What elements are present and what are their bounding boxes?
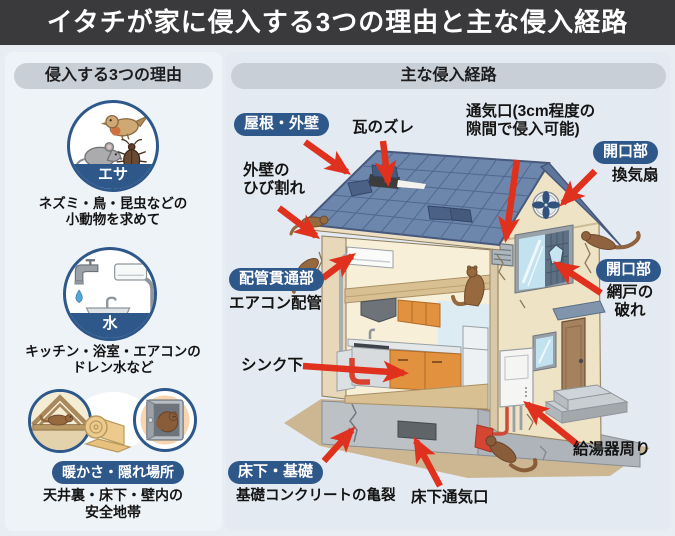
foundation-crack-label: 基礎コンクリートの亀裂 <box>236 488 396 504</box>
weasel-second-floor <box>451 265 485 307</box>
reason-warmth-description: 天井裏・床下・壁内の 安全地帯 <box>43 487 183 521</box>
pipe-penetration-pill: 配管貫通部 <box>229 268 325 291</box>
under-sink-label: シンク下 <box>241 357 304 374</box>
weasel-upper-wall <box>581 231 641 251</box>
underfloor-pill: 床下・基礎 <box>228 461 324 484</box>
insulation-icon <box>84 415 132 453</box>
window-large <box>514 224 574 294</box>
safe-icon <box>140 395 190 445</box>
drain-hose-icon <box>144 277 154 315</box>
reasons-header: 侵入する3つの理由 <box>14 63 213 89</box>
reason-food-circle: エサ <box>67 100 159 192</box>
first-floor-slab <box>344 383 489 410</box>
roof-wall-pill: 屋根・外壁 <box>234 113 330 136</box>
arrow-foundation-crack <box>321 426 356 464</box>
foundation-crack-line <box>349 403 358 443</box>
reason-safe-circle <box>133 388 197 452</box>
faucet-icon <box>74 259 99 303</box>
arrow-underfloor-vent <box>413 436 443 488</box>
window-screen <box>545 230 569 287</box>
kitchen-counter <box>336 328 462 393</box>
interior-cutaway <box>321 235 493 411</box>
screen-tear-hole <box>548 244 564 265</box>
aircon-pipe-label: エアコン配管 <box>229 295 323 312</box>
ventilation-fan <box>532 191 560 219</box>
window-small <box>532 331 557 372</box>
arrow-aircon-pipe <box>321 252 356 281</box>
mouse-icon <box>75 142 123 171</box>
door-canopy <box>552 300 606 321</box>
underfloor-vent-label: 床下通気口 <box>411 489 489 506</box>
routes-header: 主な侵入経路 <box>231 63 666 89</box>
entry-arrows <box>277 139 603 488</box>
tile-shift-label: 瓦のズレ <box>352 119 415 136</box>
arrow-tile-shift <box>374 140 397 187</box>
upper-cabinets <box>397 299 441 328</box>
reason-food-label: エサ <box>70 164 156 189</box>
page-title: イタチが家に侵入する3つの理由と主な侵入経路 <box>0 0 675 45</box>
reason-attic-circle <box>28 389 92 453</box>
ventilation-fan-label: 換気扇 <box>612 167 659 184</box>
reason-food-description: ネズミ・鳥・昆虫などの 小動物を求めて <box>38 196 188 228</box>
entrance-steps <box>544 384 629 424</box>
arrow-wall-crack <box>277 205 320 240</box>
arrow-ventilation-fan <box>559 168 598 207</box>
reason-water-description: キッチン・浴室・エアコンの ドレン水など <box>25 344 201 376</box>
attic-icon <box>31 392 89 450</box>
arrow-roof-wall <box>303 139 352 175</box>
reason-warmth-label: 暖かさ・隠れ場所 <box>52 461 184 484</box>
opening-pill-mid: 開口部 <box>596 259 662 282</box>
house-illustration <box>277 139 650 488</box>
weasel-attic <box>39 414 74 426</box>
arrow-screen-tear <box>552 261 603 296</box>
aircon-unit <box>346 246 394 269</box>
range-hood <box>360 297 397 323</box>
weasel-sleeping <box>156 411 179 433</box>
weasel-foundation <box>474 424 538 473</box>
wall-crack-label: 外壁の ひび割れ <box>243 162 306 198</box>
aircon-icon <box>114 263 154 315</box>
underfloor-vent-opening <box>397 420 437 441</box>
arrow-under-sink <box>302 360 409 383</box>
arrow-air-vent <box>498 159 521 243</box>
air-vent-label: 通気口(3cm程度の 隙間で侵入可能) <box>466 103 596 139</box>
water-heater <box>493 347 534 436</box>
sink-drain-pipe <box>349 358 370 385</box>
arrow-water-heater <box>523 400 581 448</box>
bird-icon <box>100 114 150 141</box>
water-heater-label: 給湯器周り <box>573 441 651 458</box>
entrance-door <box>552 300 606 401</box>
reason-water-circle: 水 <box>63 247 157 341</box>
opening-pill-top: 開口部 <box>593 141 659 164</box>
reason-water-label: 水 <box>66 313 154 338</box>
screen-tear-label: 網戸の 破れ <box>606 284 654 320</box>
